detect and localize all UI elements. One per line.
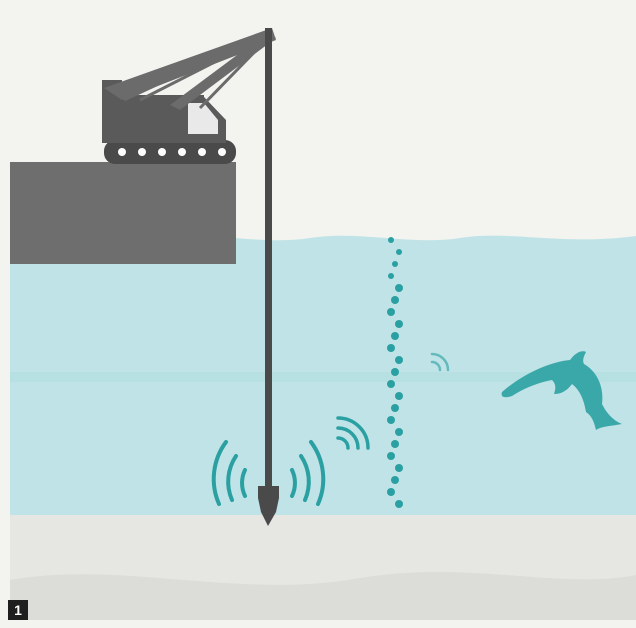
bubble [392, 261, 398, 267]
sound-wave-icon [211, 440, 326, 506]
bubble [391, 296, 399, 304]
bubble [387, 452, 395, 460]
bubble [387, 416, 395, 424]
pile-head [258, 486, 279, 498]
bubble [391, 332, 399, 340]
sound-wave-small-icon [336, 416, 370, 450]
sound-wave-far-icon [430, 352, 450, 372]
bubble [391, 368, 399, 376]
crane-tracks [104, 140, 236, 164]
bubble [391, 476, 399, 484]
bubble [395, 356, 403, 364]
bubble [388, 237, 394, 243]
bubble-curtain-icon [387, 237, 403, 508]
bubble [391, 404, 399, 412]
figure-number-badge: 1 [8, 600, 28, 620]
dock [10, 162, 236, 264]
bubble [395, 464, 403, 472]
bubble [395, 500, 403, 508]
bubble [387, 380, 395, 388]
bubble [395, 428, 403, 436]
seabed-shade [10, 572, 636, 620]
bubble [387, 488, 395, 496]
bubble [395, 320, 403, 328]
water-band [10, 372, 636, 382]
crane-icon [102, 28, 276, 164]
bubble [391, 440, 399, 448]
pile-tip [258, 498, 279, 526]
pile-driver-icon [258, 28, 279, 526]
pile-shaft [265, 28, 272, 496]
bubble [388, 273, 394, 279]
bubble [396, 249, 402, 255]
bubble [395, 284, 403, 292]
crane-boom [104, 28, 276, 100]
bubble [387, 308, 395, 316]
dolphin-icon [501, 351, 622, 430]
bubble [387, 344, 395, 352]
bubble [395, 392, 403, 400]
